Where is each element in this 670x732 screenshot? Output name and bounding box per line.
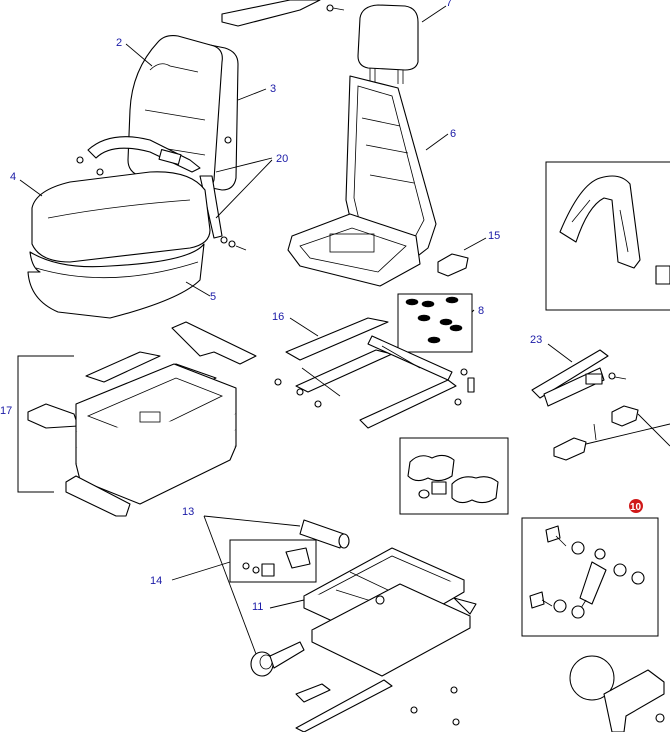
slide-rail — [531, 349, 627, 407]
callout-15: 15 — [488, 230, 500, 242]
callout-5: 5 — [210, 291, 216, 303]
callout-23: 23 — [530, 334, 542, 346]
callout-7: 7 — [446, 0, 452, 9]
mount-blocks — [553, 405, 670, 461]
callout-8: 8 — [478, 305, 484, 317]
lower-suspension-assembly — [17, 321, 257, 517]
scissor-base — [303, 547, 477, 677]
callout-16: 16 — [272, 311, 284, 323]
upholstery-detail-box — [545, 161, 670, 311]
slide-rail-frame — [274, 317, 475, 429]
callout-2: 2 — [116, 37, 122, 49]
callout-6: 6 — [450, 128, 456, 140]
callout-20: 20 — [276, 153, 288, 165]
callout-17: 17 — [0, 405, 12, 417]
seat-backrest — [127, 35, 239, 192]
armrest-fragment — [221, 0, 345, 27]
spring-set-box — [397, 293, 473, 353]
headrest — [357, 4, 419, 84]
callout-13: 13 — [182, 506, 194, 518]
fastener-kit-box — [229, 539, 317, 583]
leader-lines — [19, 5, 573, 655]
callout-10: 10 — [630, 502, 642, 513]
stop-block — [437, 253, 469, 277]
seat-frame — [287, 75, 437, 287]
spring-kit-box — [399, 437, 509, 515]
adjust-knob — [250, 519, 350, 677]
callout-labels: 2 3 4 5 6 7 8 11 13 14 15 16 17 20 23 10 — [0, 0, 643, 613]
bottom-components — [295, 655, 665, 732]
callout-11: 11 — [252, 601, 263, 613]
callout-10-highlight: 10 — [629, 499, 643, 513]
seat-cushion — [27, 171, 211, 319]
callout-4: 4 — [10, 171, 16, 183]
callout-14: 14 — [150, 575, 162, 587]
shock-absorber-box — [521, 517, 659, 637]
callout-3: 3 — [270, 83, 276, 95]
